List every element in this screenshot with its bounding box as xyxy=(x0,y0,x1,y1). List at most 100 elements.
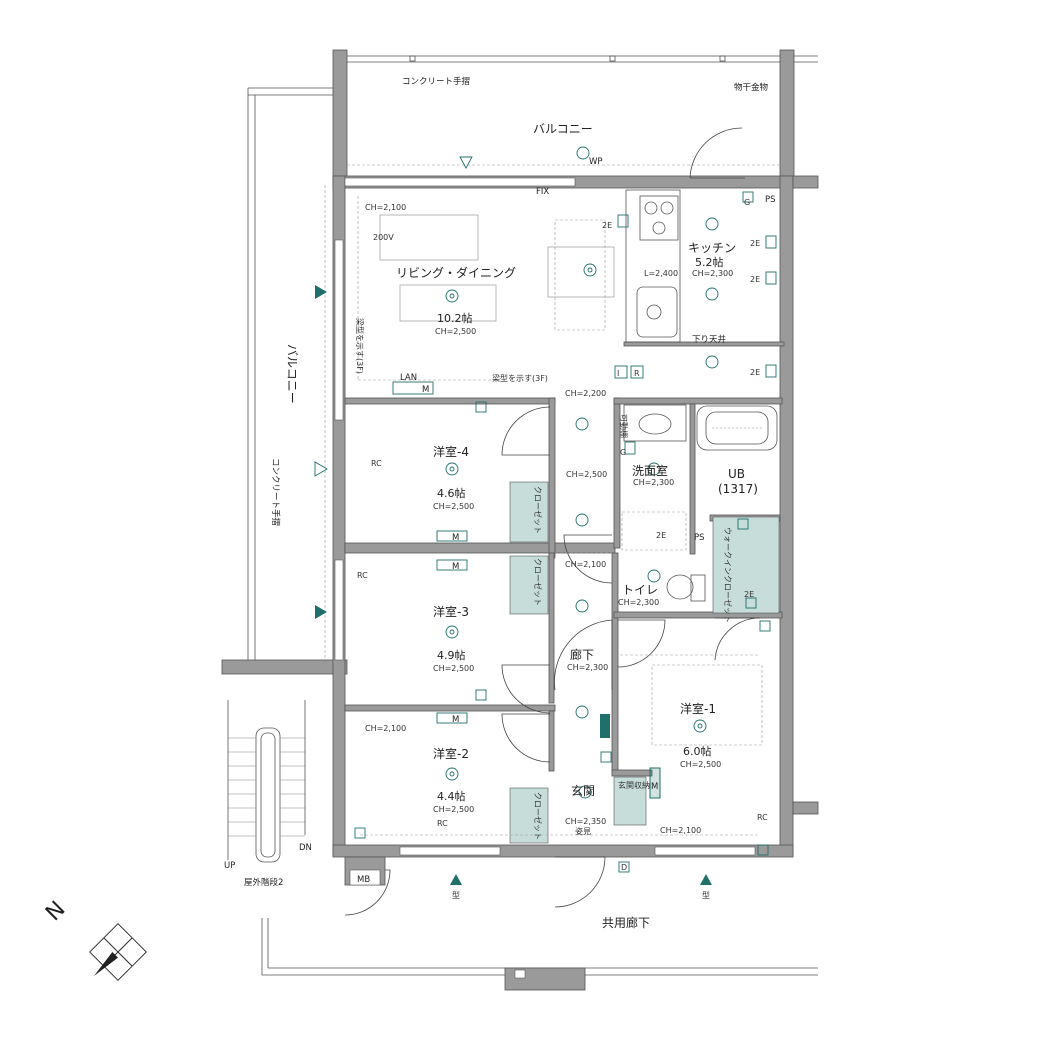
hall-ch-2200: CH=2,200 xyxy=(565,389,606,398)
kitchen-area: 5.2帖 xyxy=(695,256,724,269)
railing-left-label: コンクリート手摺 xyxy=(270,458,281,526)
outlet-2e-label: 2E xyxy=(750,368,760,377)
room3-area: 4.9帖 xyxy=(437,649,466,662)
triangle-marker-icon xyxy=(700,874,712,885)
living-ch: CH=2,500 xyxy=(435,327,476,336)
lan-label: LAN xyxy=(400,373,417,383)
railing-label: コンクリート手摺 xyxy=(402,76,470,87)
stair-up-label: UP xyxy=(224,861,235,871)
d-label: D xyxy=(621,863,627,872)
outdoor-stair-label: 屋外階段2 xyxy=(244,877,283,888)
living-area: 10.2帖 xyxy=(437,312,473,325)
outlet-2e-label: 2E xyxy=(750,239,760,248)
unit-bath xyxy=(696,405,778,451)
stair-nose-icon xyxy=(600,714,661,799)
triangle-marker-icon xyxy=(315,605,327,619)
room4-area: 4.6帖 xyxy=(437,487,466,500)
hall-ch-2100: CH=2,100 xyxy=(565,560,606,569)
m-label: M xyxy=(452,562,459,572)
exterior-walls xyxy=(332,127,819,858)
toilet-ch: CH=2,300 xyxy=(618,598,659,607)
stair-dn-label: DN xyxy=(299,843,312,853)
triangle-outline-icon xyxy=(314,461,328,477)
doors xyxy=(344,406,761,916)
toilet-name: トイレ xyxy=(622,583,658,597)
balcony-left-label: バルコニー xyxy=(285,344,299,404)
shared-corridor-label: 共用廊下 xyxy=(602,915,650,930)
movable-shelf-label: 可動棚 xyxy=(619,414,629,438)
rc-label: RC xyxy=(357,571,368,580)
m-label: M xyxy=(452,533,459,543)
beam-note-vertical: 梁型を示す(3F) xyxy=(355,318,364,374)
ps-label: PS xyxy=(765,195,776,205)
room1-name: 洋室-1 xyxy=(680,701,716,716)
balcony-top-area xyxy=(332,49,818,179)
lowered-ceiling-label: 下り天井 xyxy=(692,334,726,345)
closet-label: クローゼット xyxy=(533,558,543,606)
room1-ch: CH=2,500 xyxy=(680,760,721,769)
shared-corridor-structure xyxy=(261,856,818,991)
light-fixture-icon xyxy=(445,146,719,799)
outlet-2e-label: 2E xyxy=(744,590,754,599)
washroom-name: 洗面室 xyxy=(632,463,668,478)
kitchen-l-label: L=2,400 xyxy=(644,269,678,278)
rc-label: RC xyxy=(371,459,382,468)
wp-label: WP xyxy=(589,157,603,167)
type-mark-label: 型 xyxy=(452,891,460,900)
m-label: M xyxy=(422,385,429,395)
compass-icon xyxy=(89,923,147,981)
outlet-icon xyxy=(354,191,777,873)
triangle-marker-icon xyxy=(450,874,462,885)
outdoor-stair xyxy=(227,700,306,863)
outlet-2e-label: 2E xyxy=(602,221,612,230)
ps-mid-label: PS xyxy=(694,533,705,543)
mb-label: MB xyxy=(357,875,370,885)
room3-name: 洋室-3 xyxy=(433,604,469,619)
interior-walls xyxy=(344,341,785,777)
balcony-label: バルコニー xyxy=(533,122,593,136)
ub-size: (1317) xyxy=(718,482,758,496)
intercom-r-label: R xyxy=(634,369,640,378)
triangle-marker-icon xyxy=(315,285,327,299)
north-label: N xyxy=(41,897,70,926)
room2-area: 4.4帖 xyxy=(437,790,466,803)
entrance-storage-label: 玄関収納 xyxy=(618,780,650,790)
intercom-i-label: I xyxy=(617,369,619,378)
room3-ch: CH=2,500 xyxy=(433,664,474,673)
fix-label: FIX xyxy=(536,187,549,197)
outlet-2e-label: 2E xyxy=(750,275,760,284)
living-ch-top: CH=2,100 xyxy=(365,203,406,212)
entrance-ch: CH=2,350 xyxy=(565,817,606,826)
lan-box-icon xyxy=(392,365,644,724)
v200-label: 200V xyxy=(373,233,394,242)
ub-label: UB xyxy=(728,467,745,481)
triangle-outline-icon xyxy=(459,156,473,169)
drying-rack-label: 物干金物 xyxy=(734,82,769,93)
kitchen-name: キッチン xyxy=(688,241,736,255)
outlet-2e-label: 2E xyxy=(656,531,666,540)
room4-name: 洋室-4 xyxy=(433,444,469,459)
room1-area: 6.0帖 xyxy=(683,745,712,758)
hall-name: 廊下 xyxy=(570,647,594,662)
washroom-ch: CH=2,300 xyxy=(633,478,674,487)
room4-ch: CH=2,500 xyxy=(433,502,474,511)
m-label: M xyxy=(651,782,658,792)
gas-g-label: G xyxy=(744,198,750,207)
walkin-closet-label: ウォークインクローゼット xyxy=(723,527,733,623)
closet-label: クローゼット xyxy=(533,486,543,534)
living-furniture xyxy=(379,214,615,331)
hall-ch-2500: CH=2,500 xyxy=(566,470,607,479)
room2-ch-top: CH=2,100 xyxy=(365,724,406,733)
living-name: リビング・ダイニング xyxy=(396,265,516,280)
room2-name: 洋室-2 xyxy=(433,746,469,761)
rc-label: RC xyxy=(757,813,768,822)
closets xyxy=(509,481,780,844)
type-mark-label: 型 xyxy=(702,891,710,900)
beam-note: 梁型を示す(3F) xyxy=(492,374,548,383)
m-label: M xyxy=(452,715,459,725)
hall-ch: CH=2,300 xyxy=(567,663,608,672)
ceiling-lines xyxy=(357,196,763,836)
balcony-left-area xyxy=(221,87,348,675)
entrance-name: 玄関 xyxy=(571,783,595,798)
mirror-label: 姿見 xyxy=(575,826,591,836)
